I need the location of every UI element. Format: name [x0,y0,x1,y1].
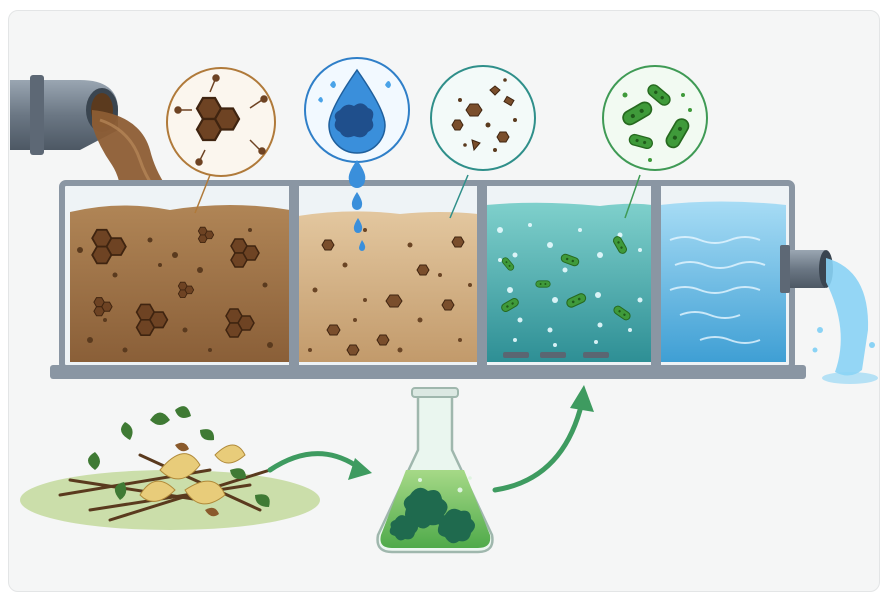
particle-fragments-icon [431,66,535,170]
treatment-tank [50,183,806,379]
pollutant-molecule-icon [167,68,275,176]
air-diffusers [503,352,609,358]
outlet-pipe [780,245,833,293]
aeration-compartment [486,203,652,362]
water-drop-with-particle-icon [305,58,409,162]
outflow-water [826,258,868,376]
flask-to-tank-arrow [495,410,580,490]
bacteria-icon [603,66,707,170]
biomass-to-flask-arrow [270,454,355,470]
microbe-flask-icon [378,388,493,552]
